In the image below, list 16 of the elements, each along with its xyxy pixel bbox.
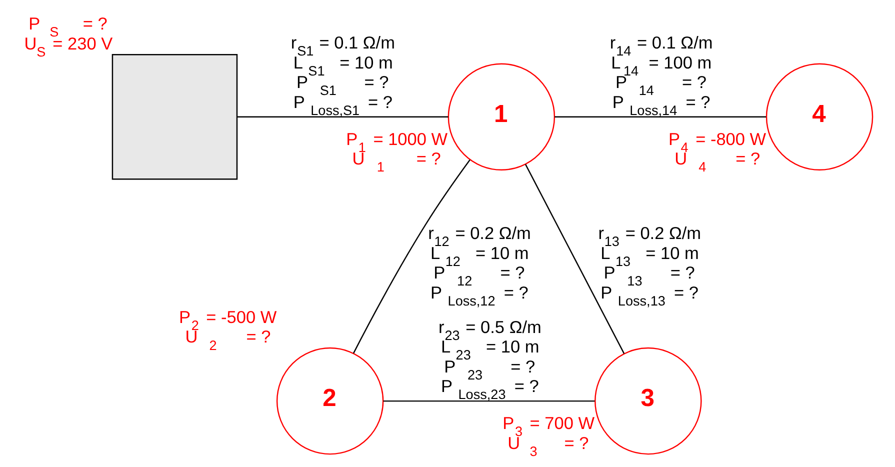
node-circle: 1 [448, 62, 556, 170]
edge-label: r$_{13}$ = 0.2 Ω/m L$_{13}$ = 10 m P$_{13}$ = ? P$_{Loss,13}$ = ? [598, 222, 702, 308]
node-circle: 4 [766, 62, 874, 170]
connector [554, 116, 766, 117]
node-circle: 3 [594, 346, 702, 454]
connector [383, 400, 595, 402]
node-box [112, 54, 238, 180]
connector [237, 116, 448, 117]
edge-label: r$_{S1}$ = 0.1 Ω/m L$_{S1}$ = 10 m P$_{S1}$ = ? P$_{Loss,S1}$ = ? [290, 32, 395, 118]
connector [352, 159, 470, 354]
edge-label: r$_{12}$ = 0.2 Ω/m L$_{12}$ = 10 m P$_{12}$ = ? P$_{Loss,12}$ = ? [428, 222, 531, 308]
edge-label: r$_{14}$ = 0.1 Ω/m L$_{14}$ = 100 m P$_{14}$ = ? P$_{Loss,14}$ = ? [610, 32, 713, 118]
connector [524, 164, 625, 354]
node-circle: 2 [276, 346, 384, 454]
node-label: U$_{1}$ = ? [352, 148, 441, 174]
edge-label: r$_{23}$ = 0.5 Ω/m L$_{23}$ = 10 m P$_{23}$ = ? P$_{Loss,23}$ = ? [438, 316, 542, 402]
